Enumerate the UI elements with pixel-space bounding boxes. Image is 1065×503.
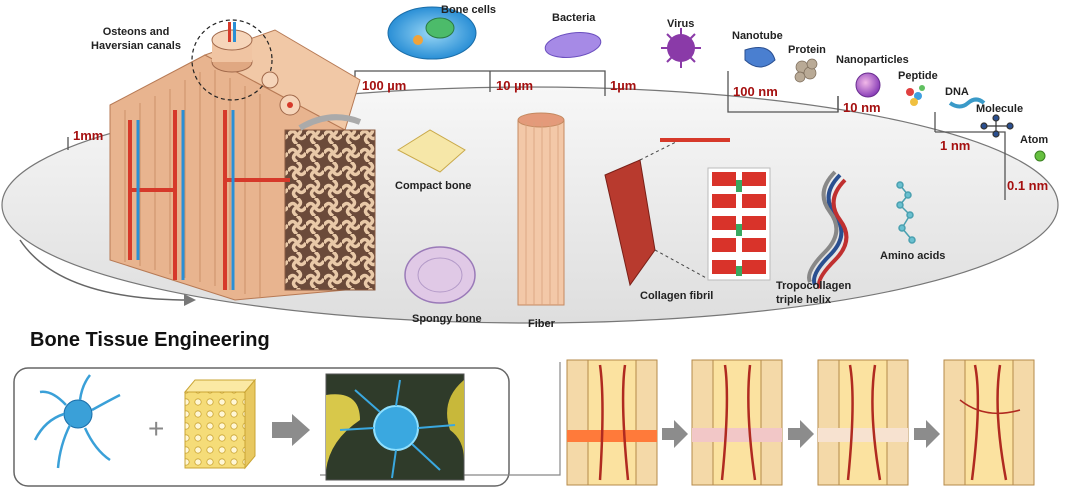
cell-on-scaffold-image (325, 373, 465, 481)
nanotube-label: Nanotube (732, 30, 783, 42)
tropocollagen-label: Tropocollagen triple helix (776, 280, 852, 306)
bone-block-illustration (109, 29, 376, 301)
healing-arrow-2 (788, 420, 814, 448)
osteons-label: Osteons and Haversian canals (91, 26, 181, 52)
spongy-bone-label: Spongy bone (412, 313, 482, 325)
nanotube-image (744, 47, 776, 68)
scale-arrow (19, 239, 196, 306)
peptide-image (906, 85, 925, 106)
scale-label-10um: 10 µm (496, 78, 534, 93)
nanoparticles-label: Nanoparticles (836, 54, 909, 66)
compact-bone-label: Compact bone (395, 180, 472, 192)
healing-bone-stage-3 (817, 359, 909, 486)
protein-label: Protein (788, 44, 826, 56)
bacteria-label: Bacteria (552, 12, 596, 24)
amino-acids-label: Amino acids (880, 250, 946, 262)
scale-label-100nm: 100 nm (733, 84, 778, 99)
bone-cells-label: Bone cells (441, 4, 497, 16)
scaffold-image (183, 378, 257, 470)
molecule-image (980, 114, 1014, 138)
scale-label-10nm: 10 nm (843, 100, 881, 115)
collagen-zoom-image (707, 167, 771, 281)
spongy-bone-ring (417, 257, 463, 293)
atom-image (1034, 150, 1046, 162)
dna-label: DNA (945, 86, 969, 98)
tropocollagen-image (807, 170, 849, 290)
plus-sign: + (148, 413, 164, 444)
protein-image (794, 58, 818, 83)
section-title: Bone Tissue Engineering (30, 329, 270, 351)
healing-arrow-3 (914, 420, 940, 448)
peptide-label: Peptide (898, 70, 938, 82)
virus-label: Virus (667, 18, 695, 30)
virus-image (661, 28, 701, 68)
scale-label-1mm: 1mm (73, 128, 104, 143)
bone-cell-image (387, 6, 477, 60)
scale-label-1um: 1µm (610, 78, 637, 93)
amino-acids-image (896, 181, 916, 244)
bacteria-image (544, 31, 602, 59)
dna-image (948, 97, 986, 109)
healing-arrow-1 (662, 420, 688, 448)
stem-cell-image (33, 374, 121, 469)
collagen-fibril-label: Collagen fibril (640, 290, 714, 302)
healing-bone-stage-4 (943, 359, 1035, 486)
osteon-illustration (211, 22, 301, 116)
fiber-label: Fiber (528, 318, 555, 330)
healing-bone-stage-2 (691, 359, 783, 486)
scale-label-100um: 100 µm (362, 78, 407, 93)
molecule-label: Molecule (976, 103, 1024, 115)
collagen-fibril-image (604, 138, 730, 287)
scale-label-1nm: 1 nm (940, 138, 971, 153)
scale-label-01nm: 0.1 nm (1007, 178, 1049, 193)
process-arrow (272, 414, 310, 446)
fiber-image (517, 112, 565, 306)
atom-label: Atom (1020, 134, 1049, 146)
nanoparticle-image (855, 72, 881, 98)
compact-bone-pointer (298, 114, 362, 131)
spongy-bone-image (404, 246, 476, 304)
osteon-zoom-circle (191, 19, 273, 101)
healing-bone-stage-1 (566, 359, 658, 486)
compact-bone-image (396, 129, 466, 173)
